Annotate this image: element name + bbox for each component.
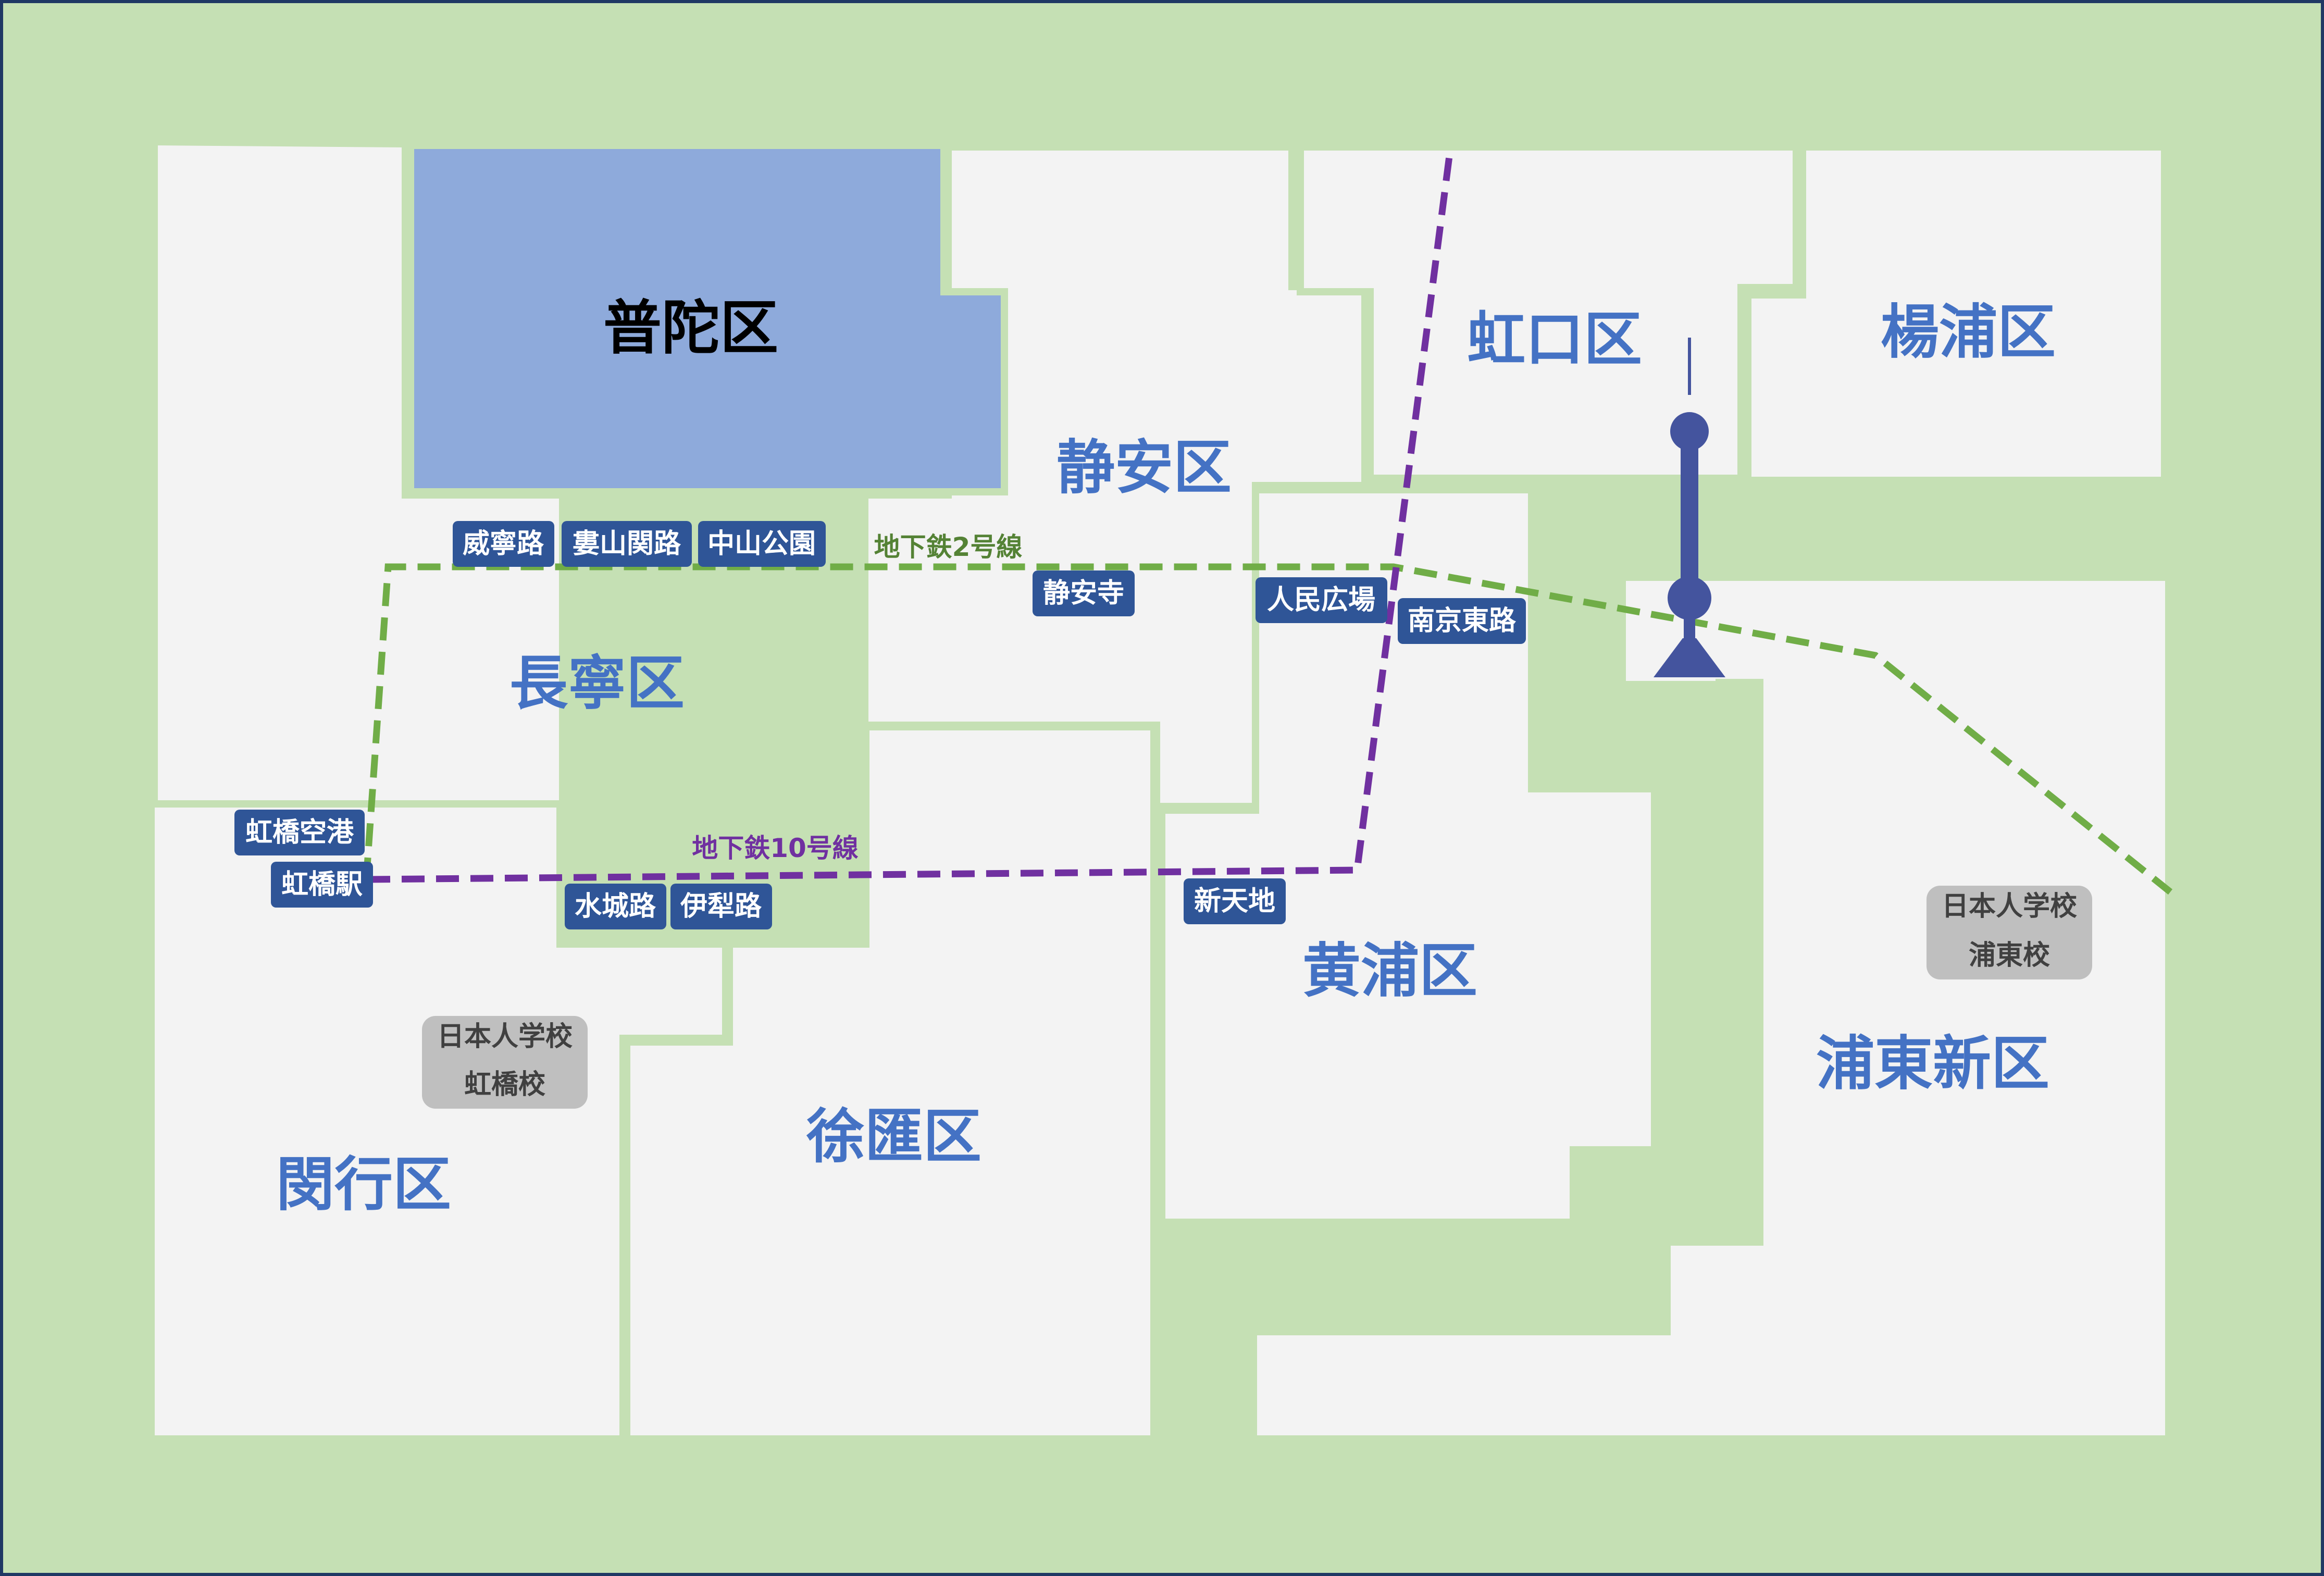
station-east-nanjing[interactable]: 南京東路 [1398, 598, 1526, 644]
svg-text:南京東路: 南京東路 [1408, 605, 1517, 637]
school-pudong[interactable]: 日本人学校 浦東校 [1927, 886, 2092, 979]
station-hongqiao-airport[interactable]: 虹橋空港 [234, 810, 365, 855]
svg-text:虹橋駅: 虹橋駅 [281, 869, 363, 900]
district-label-hongkou: 虹口区 [1467, 306, 1642, 374]
school-hongqiao-line1: 日本人学校 [437, 1021, 573, 1052]
district-label-pudong: 浦東新区 [1816, 1030, 2049, 1098]
station-shuicheng[interactable]: 水城路 [565, 884, 666, 929]
school-hongqiao-line2: 虹橋校 [464, 1069, 545, 1100]
station-jingan-temple[interactable]: 静安寺 [1033, 570, 1135, 616]
district-label-changning: 長寧区 [509, 650, 685, 717]
svg-text:新天地: 新天地 [1194, 886, 1275, 917]
district-label-yangpu: 楊浦区 [1881, 299, 2056, 366]
district-area-minhang [147, 800, 729, 1443]
district-area-huangpu [1158, 486, 1658, 1226]
svg-text:人民広場: 人民広場 [1267, 585, 1375, 616]
svg-text:伊犁路: 伊犁路 [680, 891, 762, 922]
station-hongqiao-station[interactable]: 虹橋駅 [271, 862, 373, 908]
district-label-jingan: 静安区 [1057, 434, 1232, 502]
stations: 威寧路 婁山関路 中山公園 静安寺 人民広場 南京東路 虹橋空港 虹橋駅 [234, 521, 1526, 929]
school-pudong-line1: 日本人学校 [1942, 891, 2077, 922]
svg-text:水城路: 水城路 [575, 891, 656, 922]
school-hongqiao[interactable]: 日本人学校 虹橋校 [422, 1016, 588, 1109]
district-area-putuo[interactable] [407, 142, 1008, 495]
svg-text:中山公園: 中山公園 [707, 528, 816, 560]
metro-line-10-label: 地下鉄10号線 [692, 833, 859, 863]
station-zhongshan-park[interactable]: 中山公園 [698, 521, 826, 567]
tower-icon [1654, 338, 1725, 677]
school-pudong-line2: 浦東校 [1969, 940, 2050, 971]
district-label-minhang: 閔行区 [276, 1151, 451, 1219]
station-yili[interactable]: 伊犁路 [670, 884, 772, 929]
station-xintiandi[interactable]: 新天地 [1184, 878, 1286, 924]
metro-line-10 [367, 156, 1453, 883]
metro-line-2-label: 地下鉄2号線 [874, 532, 1023, 562]
svg-text:婁山関路: 婁山関路 [573, 528, 681, 560]
metro-line-2 [363, 563, 2173, 895]
station-weining[interactable]: 威寧路 [453, 521, 554, 567]
district-area-pudong [1250, 574, 2172, 1443]
svg-text:静安寺: 静安寺 [1043, 578, 1124, 609]
station-loushanguan[interactable]: 婁山関路 [562, 521, 692, 567]
district-area-yangpu [1744, 143, 2168, 484]
district-label-xuhui: 徐匯区 [806, 1103, 981, 1171]
svg-text:虹橋空港: 虹橋空港 [245, 817, 354, 848]
district-label-putuo: 普陀区 [603, 294, 778, 362]
station-peoples-square[interactable]: 人民広場 [1256, 577, 1387, 623]
svg-text:威寧路: 威寧路 [463, 528, 544, 560]
district-area-hongkou [1297, 143, 1800, 482]
district-label-huangpu: 黄浦区 [1302, 937, 1477, 1005]
